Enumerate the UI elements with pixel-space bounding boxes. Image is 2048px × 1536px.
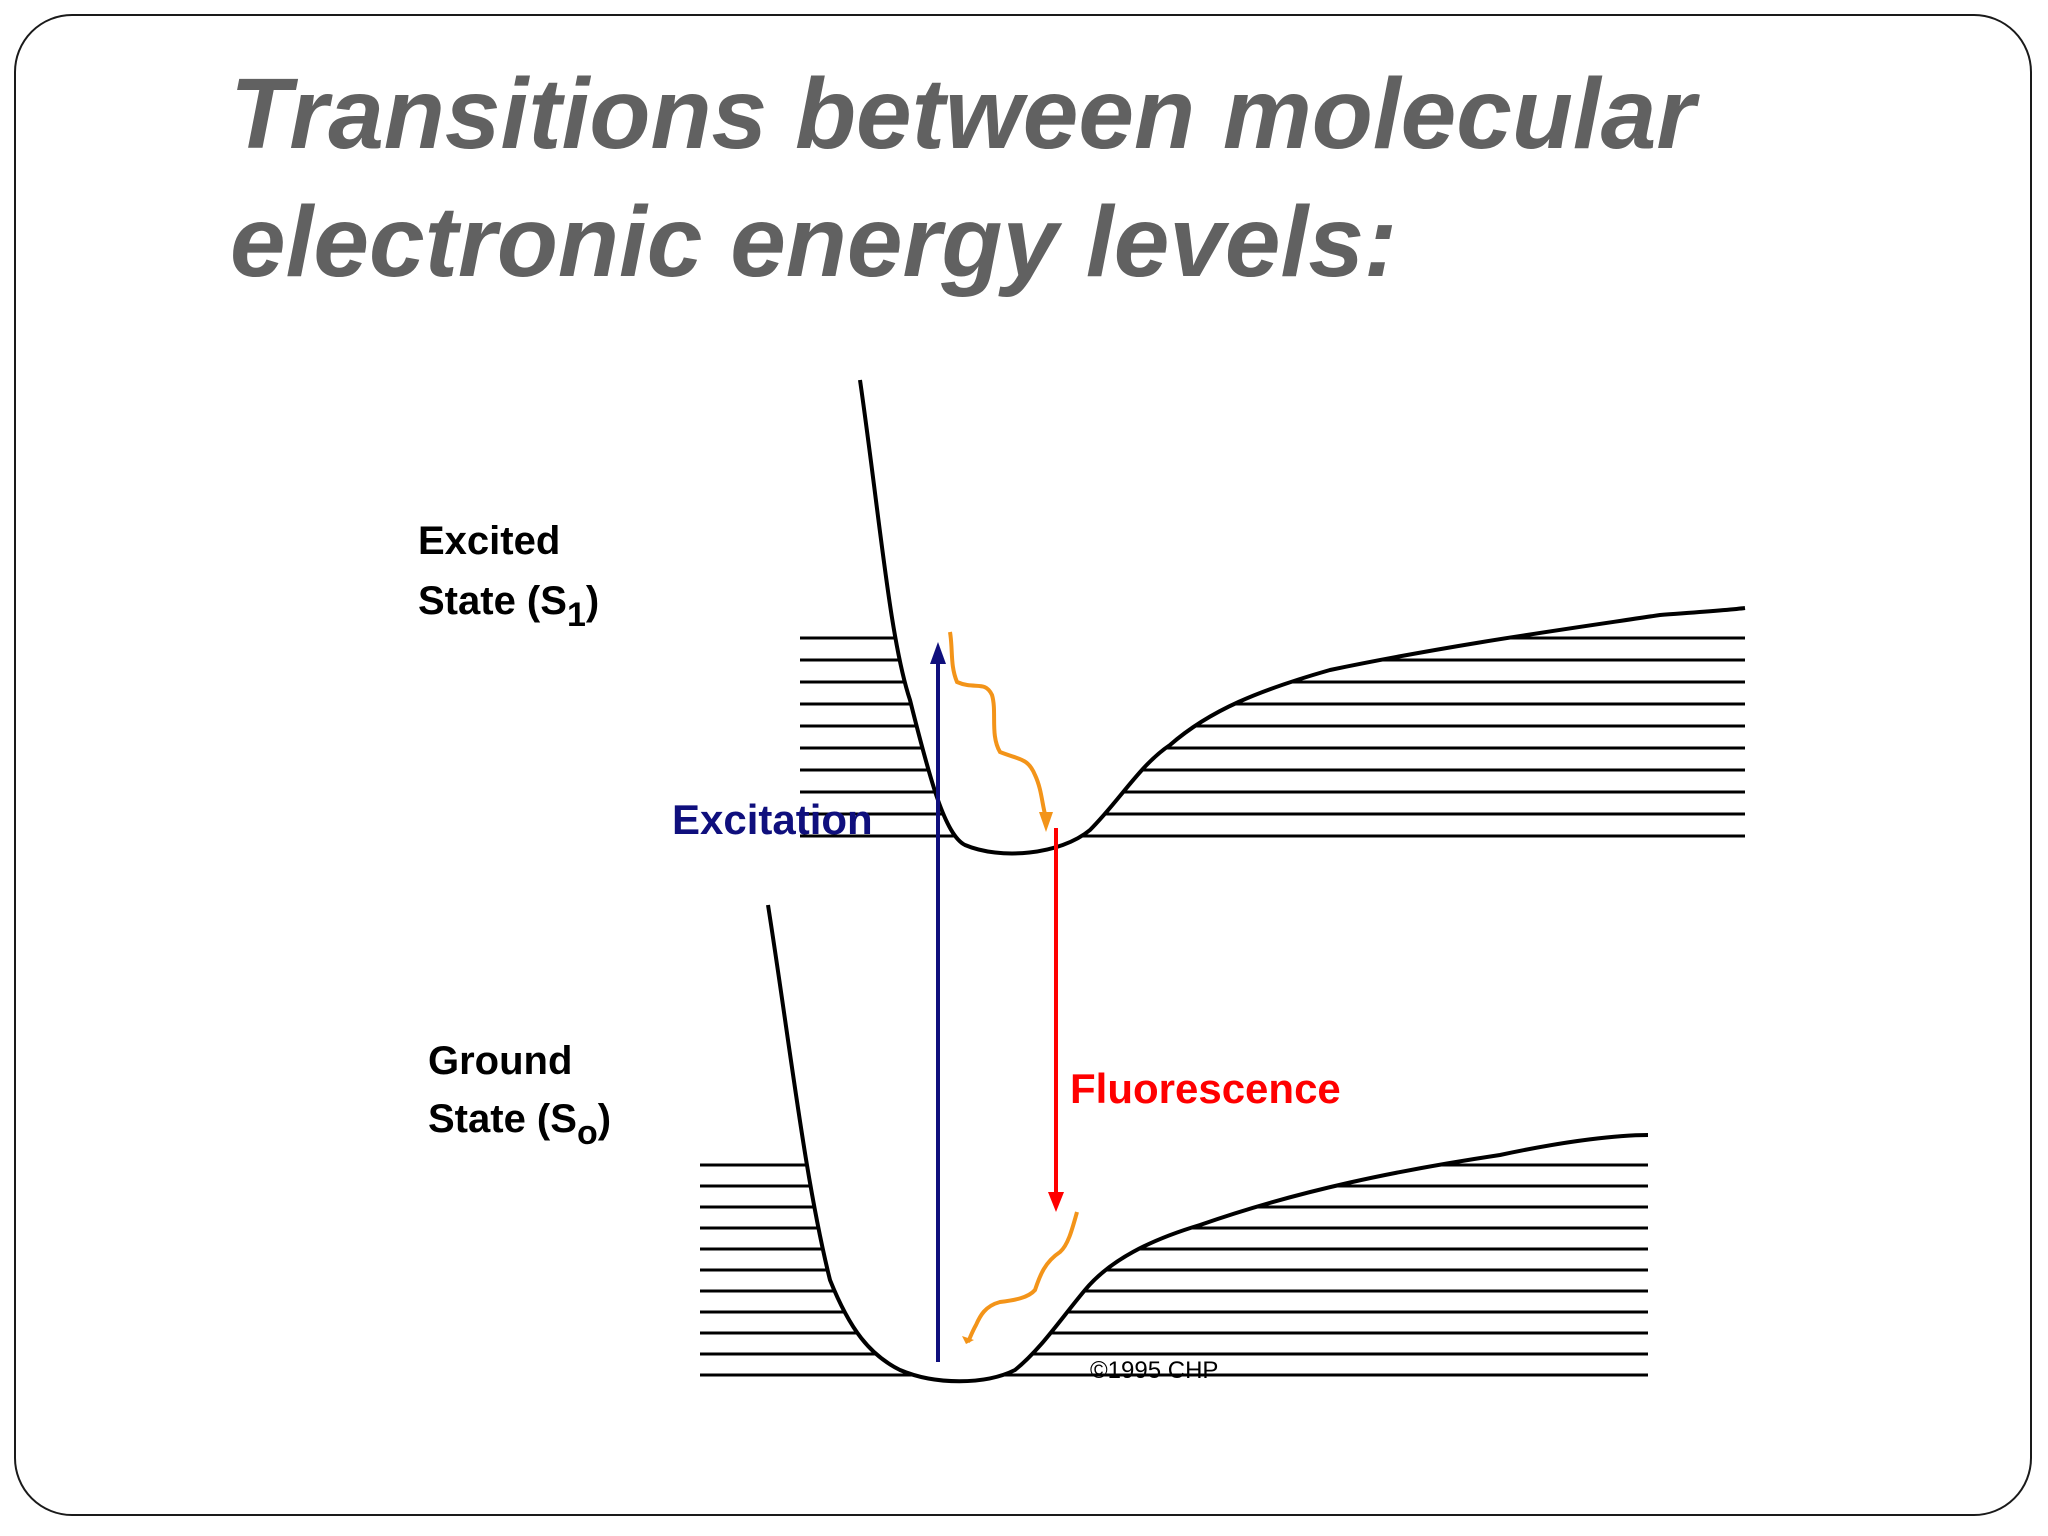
ground-relaxation-squiggle bbox=[966, 1211, 1079, 1343]
ground-state-label-prefix: State (S bbox=[428, 1097, 577, 1141]
slide-title-line-2: electronic energy levels: bbox=[230, 186, 1398, 298]
slide-frame bbox=[14, 14, 2032, 1516]
ground-state-potential-curve bbox=[766, 904, 1649, 1384]
excited-state-label-suffix: ) bbox=[586, 579, 599, 623]
excitation-label: Excitation bbox=[672, 796, 873, 843]
fluorescence-arrow-head bbox=[1048, 1192, 1064, 1212]
ground-state-label-line-1: Ground bbox=[428, 1039, 572, 1083]
excited-state-label-line-1: Excited bbox=[418, 519, 560, 563]
ground-state-label-subscript: o bbox=[577, 1114, 598, 1152]
ground-relaxation-arrow-head bbox=[962, 1336, 974, 1344]
excited-state-label-prefix: State (S bbox=[418, 579, 567, 623]
excitation-arrow-head bbox=[930, 642, 946, 664]
ground-state-label-suffix: ) bbox=[598, 1097, 611, 1141]
ground-state-label-line-2: State (So) bbox=[428, 1097, 611, 1152]
ground-state-levels bbox=[700, 1163, 1648, 1377]
fluorescence-label: Fluorescence bbox=[1070, 1065, 1341, 1112]
slide-title-line-1: Transitions between molecular bbox=[230, 58, 1696, 170]
slide-title: Transitions between molecular electronic… bbox=[230, 50, 1930, 306]
excited-relaxation-squiggle bbox=[948, 631, 1048, 819]
excited-relaxation-arrow-head bbox=[1039, 812, 1053, 832]
excited-state-label-line-2: State (S1) bbox=[418, 579, 599, 634]
excited-state-label-subscript: 1 bbox=[567, 596, 586, 634]
excited-state-potential-curve bbox=[858, 379, 1746, 856]
copyright-text: ©1995 CHP bbox=[1090, 1357, 1218, 1384]
